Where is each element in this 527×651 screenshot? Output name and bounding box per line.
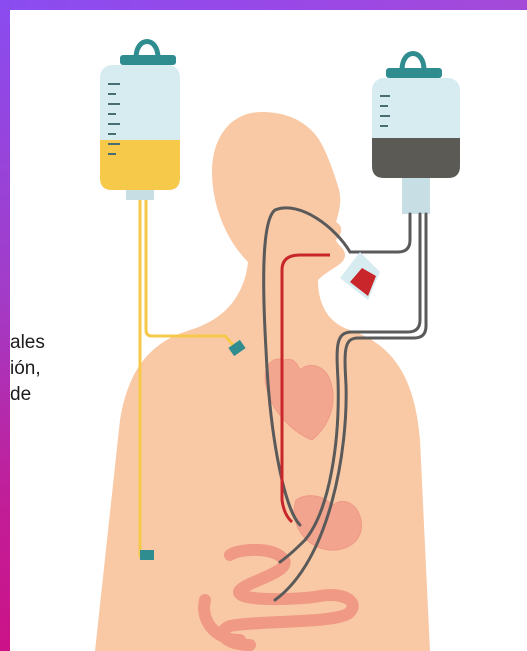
drainage-bag [372,54,460,215]
nutrition-bag [100,42,180,201]
